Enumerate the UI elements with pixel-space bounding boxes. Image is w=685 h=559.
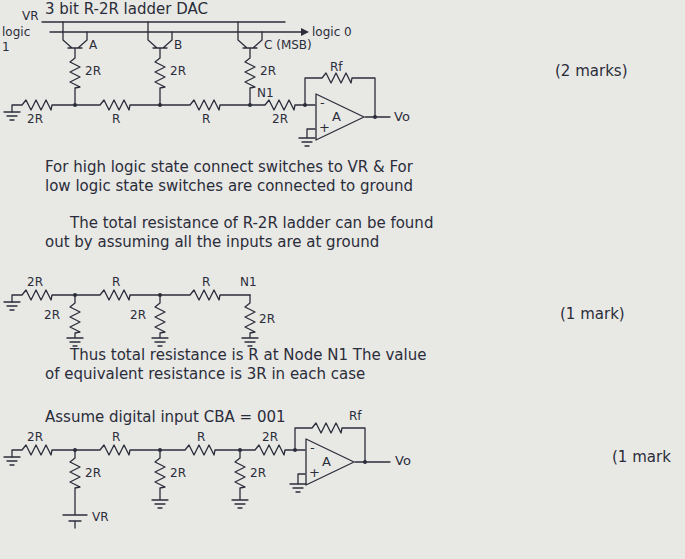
- resistor-value: 2R: [130, 308, 146, 323]
- junction-dot: [238, 448, 242, 452]
- title: 3 bit R-2R ladder DAC: [45, 0, 208, 19]
- op-amp-text: A: [322, 455, 331, 468]
- signal-name: logic 0: [312, 25, 352, 40]
- resistor-value: 2R: [262, 430, 278, 445]
- resistor-value: R: [202, 275, 210, 290]
- resistor-value: R: [112, 430, 120, 445]
- ladder-wire: [12, 100, 315, 112]
- op-amp-text: +: [319, 121, 330, 134]
- signal-name: Vo: [394, 109, 410, 125]
- resistor-symbol: [152, 295, 168, 346]
- junction-dot: [73, 103, 77, 107]
- resistor-value: 2R: [85, 64, 101, 79]
- junction-dot: [158, 448, 162, 452]
- output-wire: [355, 461, 390, 462]
- ladder-wire: [12, 290, 250, 302]
- ground-wire: [299, 129, 315, 146]
- ground-symbol: [4, 457, 20, 465]
- resistor-value: 2R: [27, 275, 43, 290]
- switch-label: C (MSB): [264, 38, 312, 53]
- resistor-value: 2R: [170, 466, 186, 481]
- resistor-value: Rf: [330, 60, 343, 75]
- op-amp-text: -: [310, 441, 315, 454]
- output-wire: [365, 116, 390, 117]
- op-amp-text: A: [332, 110, 341, 123]
- resistor-value: R: [202, 112, 210, 127]
- signal-name: logic 1: [2, 25, 38, 55]
- signal-name: VR: [22, 9, 39, 24]
- junction-dot: [158, 103, 162, 107]
- resistor-value: Rf: [349, 409, 362, 424]
- ground-wire: [290, 474, 306, 492]
- resistor-value: 2R: [85, 466, 101, 481]
- marks-note: (1 mark): [560, 305, 625, 324]
- resistor-value: 2R: [259, 312, 275, 327]
- resistor-symbol: [242, 295, 258, 346]
- op-amp-text: +: [309, 466, 320, 479]
- junction-dot: [73, 293, 77, 297]
- resistor-symbol: [67, 295, 83, 346]
- junction-dot: [73, 448, 77, 452]
- junction-dot: [363, 460, 367, 464]
- logic-bus: [50, 31, 303, 32]
- junction-dot: [293, 448, 297, 452]
- resistor-symbol: [152, 450, 168, 508]
- signal-name: VR: [92, 510, 109, 525]
- junction-dot: [158, 293, 162, 297]
- signal-name: Vo: [395, 453, 411, 469]
- switch-label: A: [89, 38, 97, 53]
- resistor-value: R: [112, 275, 120, 290]
- resistor-value: 2R: [27, 112, 43, 127]
- note-text: For high logic state connect switches to…: [45, 158, 435, 196]
- switch-symbol: [148, 22, 172, 105]
- resistor-symbol: [232, 450, 248, 508]
- vr-bus: [42, 21, 285, 22]
- resistor-value: R: [112, 112, 120, 127]
- resistor-value: 2R: [170, 64, 186, 79]
- resistor-value: 2R: [44, 308, 60, 323]
- resistor-value: 2R: [260, 64, 276, 79]
- note-text: The total resistance of R-2R ladder can …: [45, 214, 435, 252]
- junction-dot: [373, 115, 377, 119]
- marks-note: (2 marks): [555, 62, 628, 81]
- junction-dot: [303, 103, 307, 107]
- arrow-head: [301, 28, 309, 36]
- ground-symbol: [4, 302, 20, 310]
- node-name: N1: [257, 86, 274, 101]
- resistor-value: 2R: [250, 466, 266, 481]
- op-amp: -A+: [315, 93, 365, 141]
- op-amp: -A+: [305, 438, 355, 486]
- note-text: Thus total resistance is R at Node N1 Th…: [45, 346, 445, 384]
- ladder-wire: [12, 445, 305, 457]
- resistor-value: 2R: [272, 112, 288, 127]
- switch-symbol: [63, 22, 87, 105]
- ground-symbol: [4, 112, 20, 120]
- junction-dot: [248, 103, 252, 107]
- switch-label: B: [174, 38, 182, 53]
- op-amp-text: -: [320, 96, 325, 109]
- resistor-value: 2R: [27, 430, 43, 445]
- marks-note: (1 mark: [612, 448, 671, 467]
- node-name: N1: [240, 275, 257, 290]
- resistor-value: R: [197, 430, 205, 445]
- note-text: Assume digital input CBA = 001: [45, 408, 286, 427]
- resistor-symbol: [63, 450, 87, 528]
